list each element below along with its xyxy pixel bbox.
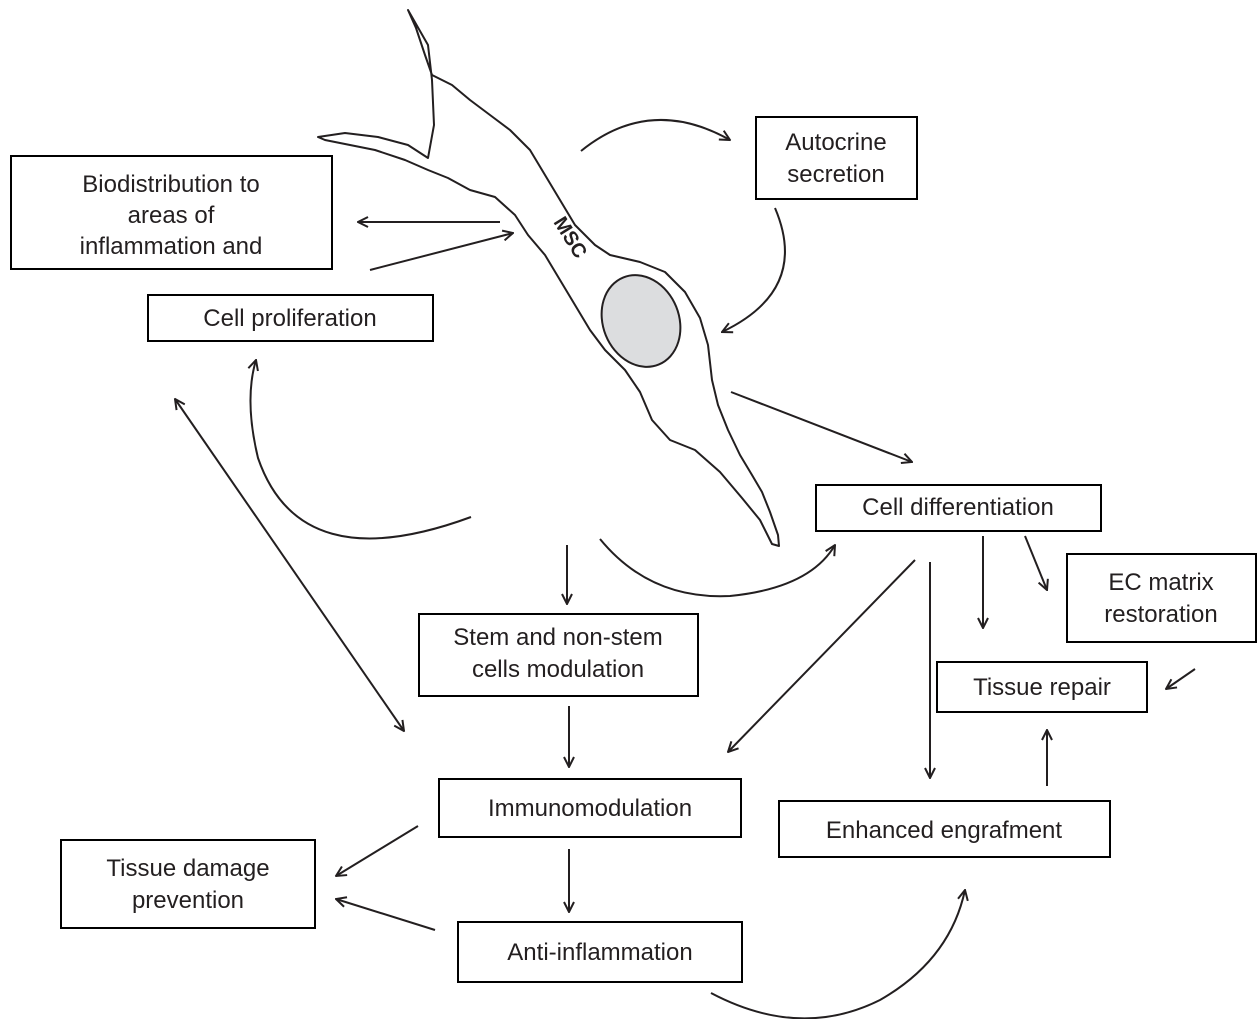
msc-cell-outline <box>317 9 780 547</box>
arrow-proliferation-immunomodulation <box>175 399 404 731</box>
box-autocrine-secretion: Autocrine secretion <box>755 116 918 200</box>
msc-cell: MSC <box>317 9 780 547</box>
msc-nucleus <box>600 274 682 368</box>
box-cell-proliferation: Cell proliferation <box>147 294 434 342</box>
box-autocrine-line1: Autocrine <box>785 129 886 156</box>
box-proliferation-label: Cell proliferation <box>203 305 376 332</box>
box-tissue-repair: Tissue repair <box>936 661 1148 713</box>
box-biodistribution-line2: areas of <box>128 202 215 229</box>
box-tissue-damage-line2: prevention <box>132 887 244 914</box>
box-biodistribution-line3: inflammation and <box>80 233 263 260</box>
arrow-differentiation-to-ec-matrix <box>1024 535 1047 590</box>
box-enhanced-engraftment: Enhanced engrafment <box>778 800 1111 858</box>
arrow-autocrine-to-msc <box>722 207 786 332</box>
box-anti-inflammation: Anti-inflammation <box>457 921 743 983</box>
box-stem-modulation: Stem and non-stem cells modulation <box>418 613 699 697</box>
box-tissue-repair-label: Tissue repair <box>973 674 1111 701</box>
arrow-anti-inflammation-to-tissue-damage <box>336 899 436 931</box>
box-immunomodulation: Immunomodulation <box>438 778 742 838</box>
box-anti-inflammation-label: Anti-inflammation <box>507 939 692 966</box>
box-differentiation-label: Cell differentiation <box>862 494 1054 521</box>
arrow-curve-to-differentiation <box>599 538 835 598</box>
box-biodistribution-line1: Biodistribution to <box>82 171 259 198</box>
arrow-anti-inflammation-to-engraftment <box>710 890 965 1019</box>
arrow-msc-to-differentiation <box>730 391 912 462</box>
box-autocrine-line2: secretion <box>787 161 884 188</box>
arrow-ec-matrix-to-tissue-repair <box>1166 668 1196 689</box>
arrow-curve-to-proliferation <box>250 360 472 540</box>
arrow-biodistribution-to-msc <box>369 233 513 271</box>
box-stem-modulation-line1: Stem and non-stem <box>453 624 662 651</box>
arrow-immunomodulation-to-tissue-damage <box>336 825 419 876</box>
box-ec-matrix-restoration: EC matrix restoration <box>1066 553 1257 643</box>
arrow-differentiation-to-immunomodulation <box>728 559 916 752</box>
box-cell-differentiation: Cell differentiation <box>815 484 1102 532</box>
box-ec-matrix-line2: restoration <box>1104 601 1217 628</box>
box-biodistribution: Biodistribution to areas of inflammation… <box>10 155 333 270</box>
box-engraftment-label: Enhanced engrafment <box>826 817 1063 844</box>
box-immunomodulation-label: Immunomodulation <box>488 795 692 822</box>
box-tissue-damage-line1: Tissue damage <box>106 855 269 882</box>
box-tissue-damage-prevention: Tissue damage prevention <box>60 839 316 929</box>
arrow-msc-to-autocrine <box>580 118 730 152</box>
box-ec-matrix-line1: EC matrix <box>1108 569 1213 596</box>
box-stem-modulation-line2: cells modulation <box>472 656 644 683</box>
